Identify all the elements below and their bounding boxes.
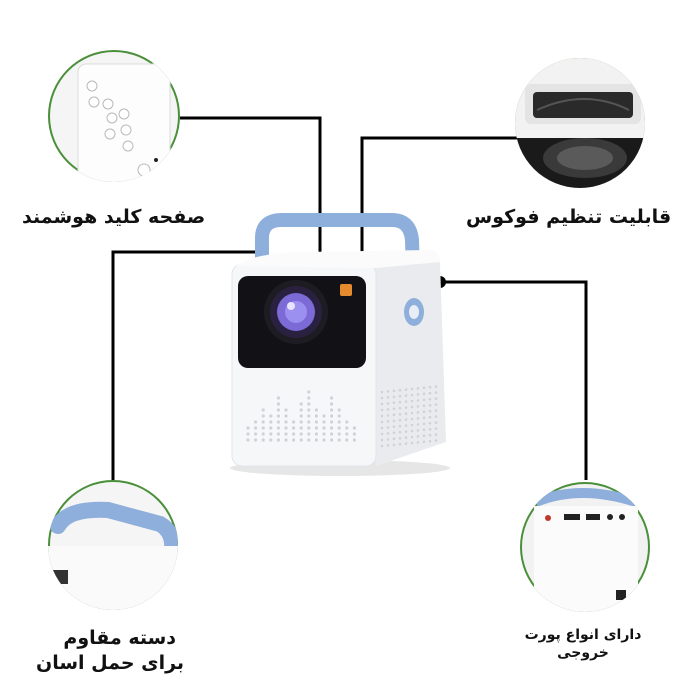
label-output-ports: دارای انواع پورت خروجی bbox=[518, 626, 648, 662]
detail-circle-keypad bbox=[48, 50, 180, 182]
label-sturdy-handle-line2: برای حمل اسان bbox=[36, 652, 185, 674]
projector-handle bbox=[255, 213, 421, 317]
leader-line-focus bbox=[360, 136, 525, 258]
label-sturdy-handle: دسته مقاوم برای حمل اسان bbox=[36, 626, 184, 676]
label-smart-keypad: صفحه کلید هوشمند bbox=[22, 206, 206, 228]
label-focus-adjust: قابلیت تنظیم فوکوس bbox=[466, 206, 672, 228]
leader-line-ports bbox=[440, 280, 588, 480]
detail-circle-ports bbox=[520, 482, 650, 612]
leader-line-handle bbox=[111, 250, 263, 480]
label-sturdy-handle-line1: دسته مقاوم bbox=[63, 627, 177, 649]
detail-circle-focus bbox=[515, 58, 645, 188]
projector bbox=[230, 213, 450, 476]
detail-circle-handle bbox=[48, 480, 178, 610]
label-output-ports-line1: دارای انواع پورت bbox=[524, 627, 642, 643]
label-output-ports-line2: خروجی bbox=[557, 645, 609, 661]
leader-line-keypad bbox=[180, 116, 322, 258]
